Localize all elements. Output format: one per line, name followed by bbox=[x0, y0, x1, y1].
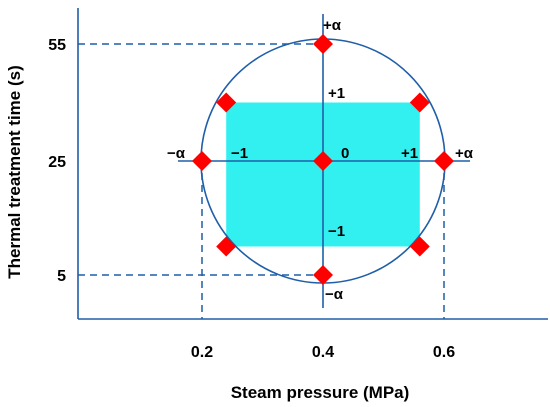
label-plus-alpha-right: +α bbox=[455, 145, 474, 162]
design-point-factorial-bottom-left bbox=[216, 236, 237, 257]
x-tick-label: 0.4 bbox=[312, 344, 334, 361]
design-points bbox=[192, 34, 454, 285]
x-tick-label: 0.2 bbox=[191, 344, 213, 361]
label-zero: 0 bbox=[341, 145, 349, 162]
y-tick-label: 55 bbox=[48, 37, 66, 54]
design-point-factorial-top-right bbox=[409, 92, 430, 113]
y-tick-label: 25 bbox=[48, 154, 66, 171]
x-axis-title: Steam pressure (MPa) bbox=[231, 383, 410, 402]
design-point-axial-right bbox=[434, 151, 454, 171]
label-minus-one-left: −1 bbox=[231, 145, 248, 162]
y-axis-title: Thermal treatment time (s) bbox=[5, 65, 24, 279]
label-plus-alpha-top: +α bbox=[323, 17, 342, 34]
label-minus-alpha-left: −α bbox=[167, 145, 186, 162]
design-point-axial-left bbox=[192, 151, 212, 171]
design-point-factorial-bottom-right bbox=[409, 236, 430, 257]
label-plus-one-top: +1 bbox=[328, 85, 345, 102]
design-point-axial-bottom bbox=[313, 265, 333, 285]
design-point-factorial-top-left bbox=[216, 92, 237, 113]
label-minus-one-bottom: −1 bbox=[328, 223, 345, 240]
design-point-axial-top bbox=[313, 34, 333, 54]
label-plus-one-right: +1 bbox=[401, 145, 418, 162]
tick-labels: 0.2 0.4 0.6 55 25 5 bbox=[48, 37, 455, 361]
design-point-center bbox=[313, 151, 333, 171]
y-tick-label: 5 bbox=[57, 268, 66, 285]
label-minus-alpha-bottom: −α bbox=[325, 286, 344, 303]
x-tick-label: 0.6 bbox=[433, 344, 455, 361]
